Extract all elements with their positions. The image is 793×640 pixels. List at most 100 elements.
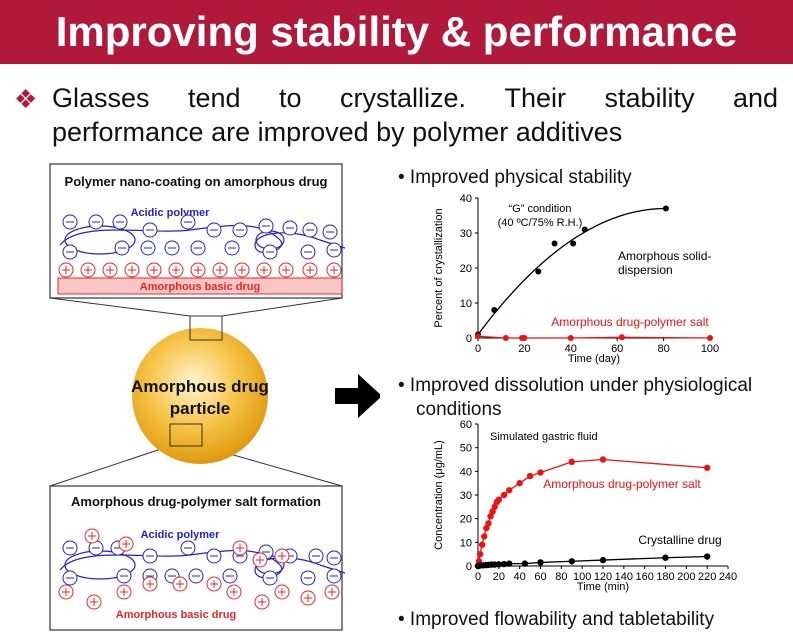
data-point — [481, 533, 488, 540]
series-0 — [474, 456, 711, 570]
connector-line — [49, 445, 171, 487]
x-tick-label: 100 — [701, 343, 719, 355]
positive-charges — [58, 262, 342, 278]
data-point — [521, 335, 528, 341]
y-axis-label: Percent of crystallization — [433, 208, 445, 327]
data-point — [526, 472, 534, 480]
data-point — [516, 479, 523, 487]
data-point — [537, 559, 544, 566]
x-tick-label: 140 — [615, 571, 633, 583]
x-tick-label: 60 — [611, 343, 623, 355]
salt-formation-title: Amorphous drug-polymer salt formation — [71, 494, 321, 509]
series-line — [477, 458, 708, 567]
series-label: Crystalline drug — [638, 533, 721, 547]
diamond-bullet-icon: ❖ — [14, 84, 38, 114]
series-label: dispersion — [618, 263, 673, 277]
particle-label-line2: particle — [170, 399, 230, 418]
page-title: Improving stability & performance — [55, 8, 738, 55]
data-point — [478, 541, 486, 548]
x-tick-label: 200 — [677, 571, 695, 583]
connector-line — [49, 297, 191, 317]
y-tick-label: 60 — [460, 419, 472, 431]
data-point — [535, 268, 542, 275]
data-point — [551, 240, 558, 247]
series-label: Amorphous solid- — [618, 249, 711, 263]
x-tick-label: 20 — [518, 343, 530, 355]
data-point — [500, 560, 508, 568]
drug-particle — [132, 328, 268, 464]
x-tick-label: 220 — [698, 571, 716, 583]
x-tick-label: 60 — [534, 571, 546, 583]
data-point — [567, 335, 574, 341]
bullet-dissolution: • Improved dissolution under physiologic… — [398, 375, 753, 396]
data-point — [707, 335, 713, 341]
data-point — [476, 550, 484, 558]
y-tick-label: 10 — [460, 537, 472, 549]
zoom-region-bottom — [169, 423, 203, 447]
y-tick-label: 0 — [466, 561, 472, 573]
data-point — [703, 553, 711, 560]
right-arrow-icon — [335, 374, 380, 418]
diagram: Polymer nano-coating on amorphous drug A… — [49, 163, 380, 631]
amorphous-drug-layer — [57, 277, 343, 295]
y-tick-label: 40 — [460, 193, 472, 205]
x-tick-label: 40 — [514, 571, 526, 583]
main-word: Glasses — [52, 83, 150, 113]
amorphous-drug-label: Amorphous basic drug — [116, 609, 236, 621]
y-axis-label: Concentration (μg/mL) — [433, 440, 445, 550]
series-label: Amorphous drug-polymer salt — [543, 477, 701, 491]
data-point — [662, 554, 669, 561]
data-point — [570, 240, 577, 247]
series-1 — [474, 553, 711, 570]
y-tick-label: 40 — [460, 466, 472, 478]
negative-charges — [62, 214, 342, 260]
data-point — [500, 491, 508, 499]
x-tick-label: 240 — [719, 571, 737, 583]
data-point — [568, 558, 575, 565]
x-tick-label: 80 — [555, 571, 567, 583]
positive-charges — [58, 528, 340, 610]
x-tick-label: 180 — [656, 571, 674, 583]
title-bar: Improving stability & performance — [0, 0, 793, 64]
x-axis-label: Time (day) — [568, 353, 620, 365]
main-word: crystallize. — [340, 83, 467, 113]
data-point — [537, 469, 544, 476]
x-tick-label: 160 — [635, 571, 653, 583]
data-point — [599, 456, 607, 463]
x-tick-label: 0 — [475, 571, 481, 583]
acidic-polymer-label: Acidic polymer — [141, 529, 221, 541]
data-point — [495, 561, 503, 568]
series-line — [477, 207, 666, 335]
connector-line — [221, 297, 343, 317]
acidic-polymer-label: Acidic polymer — [131, 207, 211, 219]
x-tick-label: 40 — [565, 343, 577, 355]
data-point — [506, 560, 513, 567]
main-word: tend — [188, 83, 241, 113]
particle-label-line1: Amorphous drug — [131, 377, 269, 396]
data-point — [491, 307, 498, 313]
bullet-flowability: • Improved flowability and tabletability — [398, 609, 715, 630]
data-point — [506, 487, 513, 494]
y-tick-label: 20 — [460, 514, 472, 526]
y-tick-label: 50 — [460, 443, 472, 455]
series-1 — [475, 333, 713, 341]
bullet-dissolution-cont: conditions — [416, 399, 502, 420]
data-point — [599, 556, 607, 564]
main-word: to — [279, 83, 302, 113]
chart-annotation: (40 ºC/75% R.H.) — [498, 217, 583, 229]
data-point — [618, 334, 625, 341]
x-tick-label: 20 — [493, 571, 505, 583]
x-tick-label: 120 — [594, 571, 612, 583]
x-tick-label: 80 — [657, 343, 669, 355]
series-line — [477, 555, 708, 567]
x-axis-label: Time (min) — [577, 581, 629, 593]
y-tick-label: 30 — [460, 490, 472, 502]
y-tick-label: 20 — [460, 263, 472, 275]
y-tick-label: 0 — [466, 333, 472, 345]
data-point — [568, 458, 575, 466]
bullet-physical-stability: • Improved physical stability — [398, 167, 632, 188]
main-word: and — [732, 83, 778, 113]
